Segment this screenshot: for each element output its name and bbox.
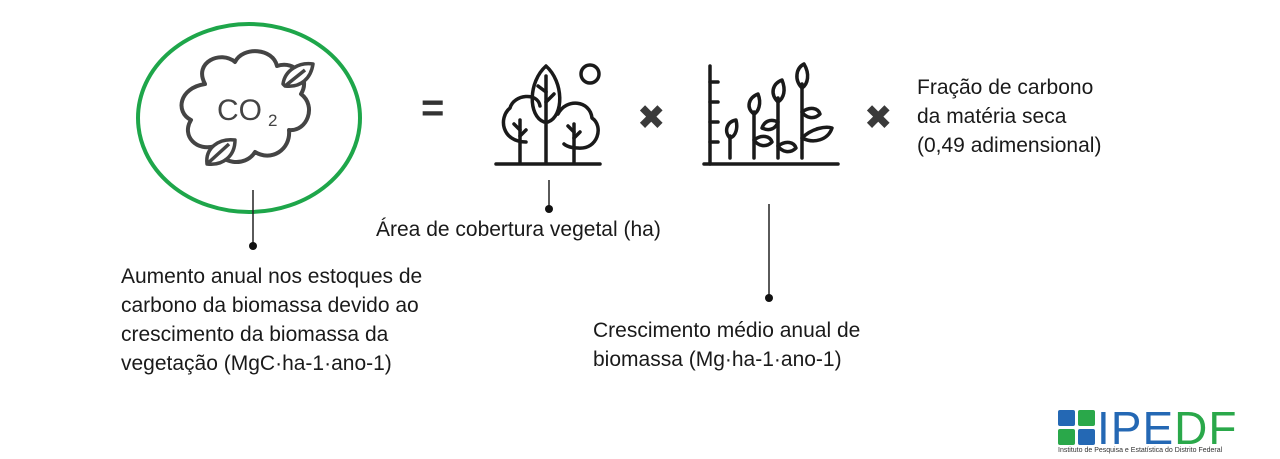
- connector-increase: [249, 190, 257, 250]
- growth-label: Crescimento médio anual de biomassa (Mg·…: [593, 316, 860, 374]
- increase-label: Aumento anual nos estoques de carbono da…: [121, 262, 422, 378]
- connector-area: [545, 180, 553, 213]
- increase-line: carbono da biomassa devido ao: [121, 294, 419, 317]
- fraction-line: (0,49 adimensional): [917, 134, 1102, 157]
- multiply-sign-2: ✖: [864, 98, 893, 138]
- fraction-label: Fração de carbono da matéria seca (0,49 …: [917, 73, 1101, 160]
- co2-subscript: 2: [268, 111, 277, 130]
- increase-line: Aumento anual nos estoques de: [121, 265, 423, 288]
- fraction-line: da matéria seca: [917, 105, 1067, 128]
- logo-text-green: DF: [1174, 402, 1238, 454]
- area-label: Área de cobertura vegetal (ha): [376, 218, 661, 241]
- multiply-sign-1: ✖: [637, 98, 666, 138]
- growth-line: biomassa (Mg·ha-1·ano-1): [593, 348, 842, 371]
- connector-growth: [765, 204, 773, 302]
- logo-wordmark: IPEDF: [1097, 404, 1237, 452]
- plant-growth-icon: [702, 62, 840, 166]
- logo-text-blue: IPE: [1097, 402, 1175, 454]
- equals-sign: =: [421, 86, 445, 130]
- growth-line: Crescimento médio anual de: [593, 319, 861, 342]
- co2-circle-icon: CO 2: [136, 22, 362, 214]
- co2-text: CO: [217, 94, 262, 127]
- leaf-icon: [205, 138, 237, 166]
- ipedf-logo-icon: [1058, 410, 1095, 445]
- trees-icon: [494, 63, 602, 166]
- increase-line: vegetação (MgC·ha-1·ano-1): [121, 352, 392, 375]
- logo-subtitle: Instituto de Pesquisa e Estatística do D…: [1058, 447, 1223, 454]
- leaf-icon: [281, 61, 315, 88]
- fraction-line: Fração de carbono: [917, 76, 1094, 99]
- increase-line: crescimento da biomassa da: [121, 323, 389, 346]
- cloud-icon: [179, 49, 311, 164]
